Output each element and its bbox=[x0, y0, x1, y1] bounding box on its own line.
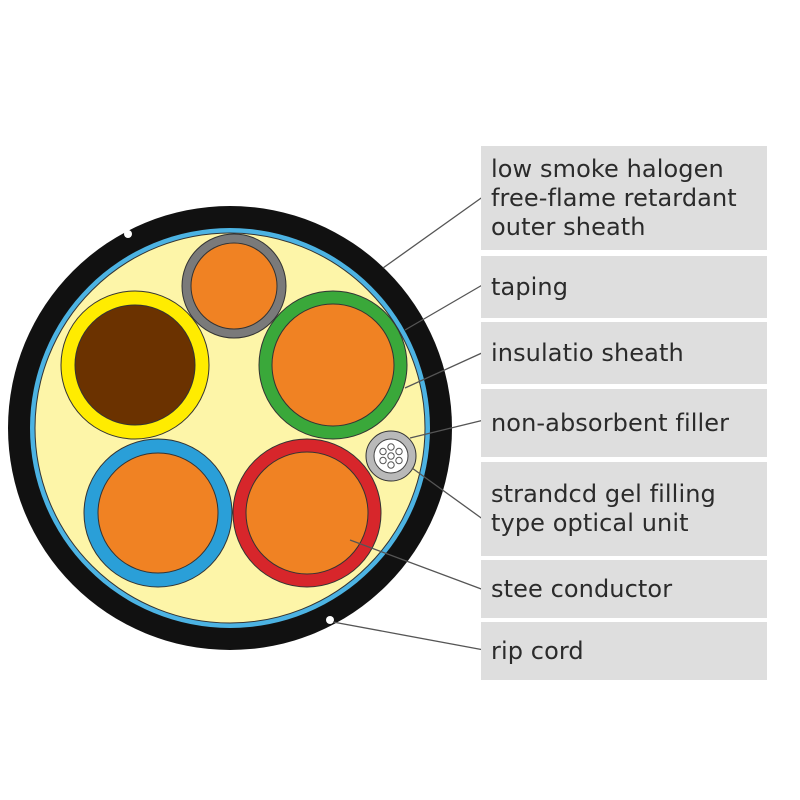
leader-insulation-sheath bbox=[404, 351, 485, 389]
label-rip-cord: rip cord bbox=[481, 622, 767, 680]
label-filler: non-absorbent filler bbox=[481, 389, 767, 457]
label-filler-text: non-absorbent filler bbox=[491, 408, 730, 437]
core-red-conductor bbox=[245, 451, 369, 575]
leader-filler bbox=[409, 419, 485, 439]
label-taping: taping bbox=[481, 256, 767, 318]
leader-conductor bbox=[349, 539, 485, 591]
label-taping-text: taping bbox=[491, 272, 569, 301]
rip-cord-bottom bbox=[326, 616, 334, 624]
core-blue-conductor bbox=[97, 452, 219, 574]
label-optical-unit-text: strandcd gel filling type optical unit bbox=[491, 480, 716, 537]
leader-outer-sheath bbox=[382, 195, 485, 269]
core-green-conductor bbox=[271, 303, 395, 427]
label-conductor: stee conductor bbox=[481, 560, 767, 618]
label-outer-sheath-text: low smoke halogen free-flame retardant o… bbox=[491, 154, 737, 241]
label-rip-cord-text: rip cord bbox=[491, 636, 584, 665]
leader-rip-cord bbox=[332, 621, 485, 651]
rip-cord-top bbox=[124, 230, 132, 238]
leader-taping bbox=[404, 283, 485, 331]
label-insulation-sheath-text: insulatio sheath bbox=[491, 338, 684, 367]
label-insulation-sheath: insulatio sheath bbox=[481, 322, 767, 384]
label-outer-sheath: low smoke halogen free-flame retardant o… bbox=[481, 146, 767, 250]
label-conductor-text: stee conductor bbox=[491, 574, 673, 603]
label-optical-unit: strandcd gel filling type optical unit bbox=[481, 462, 767, 556]
core-grey-conductor bbox=[190, 242, 278, 330]
leader-optical-unit bbox=[411, 467, 485, 521]
optical-unit bbox=[365, 430, 417, 482]
core-brown-conductor bbox=[74, 304, 196, 426]
